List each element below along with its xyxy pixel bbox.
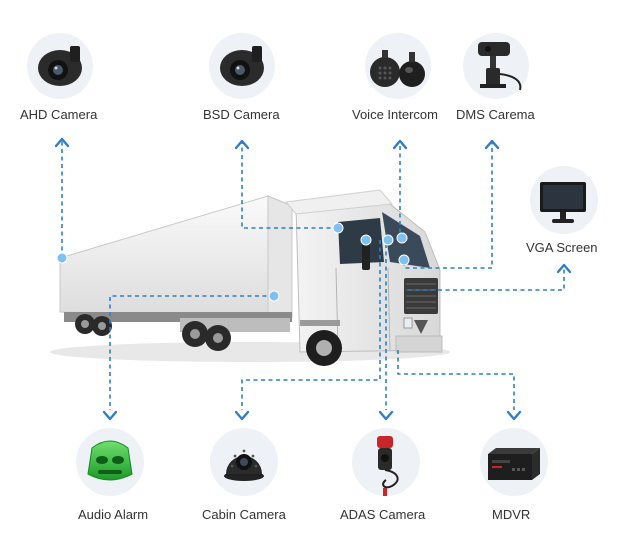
ahd-camera-node — [27, 33, 93, 99]
connector-audio-alarm — [109, 295, 274, 410]
mount-point-dots — [56, 222, 410, 302]
bsd-camera-label: BSD Camera — [203, 107, 280, 122]
cabin-camera-node — [210, 428, 278, 496]
vga-screen-label: VGA Screen — [526, 240, 598, 255]
arrow-down-mdvr — [506, 410, 522, 421]
bullet-camera-icon — [38, 46, 82, 86]
voice-intercom-node — [365, 33, 431, 99]
arrow-down-adas — [378, 410, 394, 421]
mdvr-label: MDVR — [492, 507, 531, 522]
arrow-up-ahd — [54, 137, 70, 148]
arrow-down-cabin — [234, 410, 250, 421]
monitor-icon — [540, 182, 586, 223]
adas-camera-icon — [377, 436, 399, 496]
vga-screen-node — [530, 166, 598, 234]
dms-camera-label: DMS Carema — [456, 107, 535, 122]
truck-icon — [50, 189, 450, 366]
arrow-down-audio — [102, 410, 118, 421]
speaker-microphone-icon — [370, 50, 425, 87]
connector-mdvr — [397, 350, 515, 410]
audio-alarm-label: Audio Alarm — [78, 507, 149, 522]
connector-bsd-camera — [241, 142, 338, 229]
mdvr-recorder-icon — [488, 448, 540, 480]
arrow-up-bsd — [234, 139, 250, 150]
adas-camera-label: ADAS Camera — [340, 507, 426, 522]
arrow-up-voice — [392, 139, 408, 150]
mdvr-node — [480, 428, 548, 496]
voice-intercom-label: Voice Intercom — [352, 107, 438, 122]
audio-alarm-node — [76, 428, 144, 496]
arrow-up-dms — [484, 139, 500, 150]
arrowheads — [54, 137, 572, 421]
arrow-up-vga — [556, 263, 572, 274]
bullet-camera-icon — [220, 46, 264, 86]
dome-camera-icon — [224, 449, 264, 481]
ahd-camera-label: AHD Camera — [20, 107, 98, 122]
alarm-speaker-icon — [87, 440, 133, 481]
adas-camera-node — [352, 428, 420, 496]
dms-camera-icon — [478, 42, 522, 91]
bsd-camera-node — [209, 33, 275, 99]
connector-cabin-camera — [241, 240, 381, 410]
cabin-camera-label: Cabin Camera — [202, 507, 286, 522]
dms-camera-node — [463, 33, 529, 99]
